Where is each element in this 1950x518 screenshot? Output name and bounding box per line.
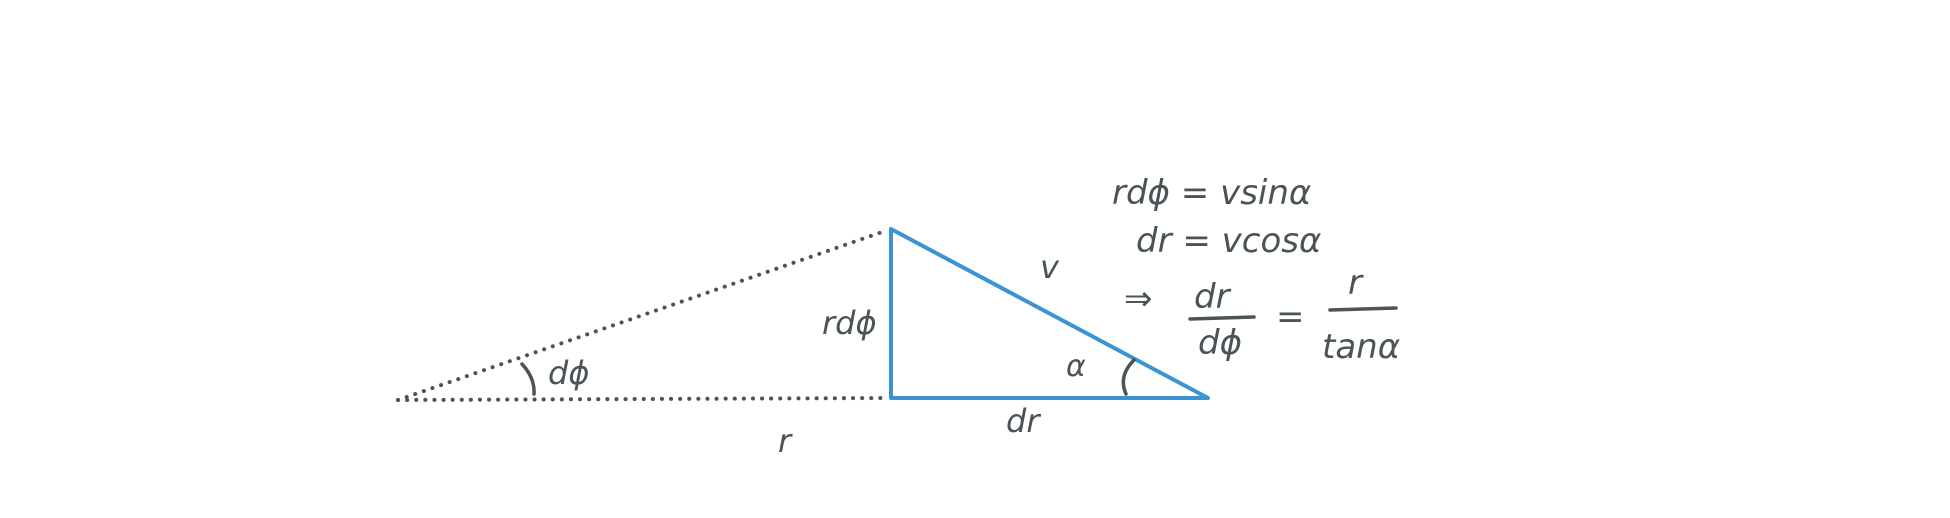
radius-label: r (778, 422, 793, 460)
fraction-right-numerator: r (1348, 263, 1364, 303)
fraction-equals-sign: = (1276, 297, 1305, 337)
fraction-left-denominator: dϕ (1198, 323, 1242, 363)
equation-line-2: dr = vcosα (1136, 221, 1321, 261)
angle-alpha-label: α (1066, 349, 1086, 384)
velocity-triangle (889, 227, 1210, 400)
fraction-left-bar (1188, 315, 1256, 321)
angle-dphi-arc (520, 362, 536, 396)
fraction-left-numerator: dr (1194, 277, 1232, 317)
equation-line-1: rdϕ = vsinα (1112, 173, 1311, 213)
hypotenuse-label: v (1040, 248, 1060, 286)
dotted-upper-line (396, 228, 890, 402)
opposite-side-label: rdϕ (822, 304, 877, 342)
implies-symbol: ⇒ (1124, 279, 1153, 319)
angle-dphi-label: dϕ (548, 354, 589, 392)
base-side-label: dr (1006, 402, 1041, 440)
fraction-right-denominator: tanα (1322, 327, 1400, 367)
dotted-base-line (396, 396, 890, 402)
angle-alpha-arc (1121, 358, 1136, 396)
fraction-right-bar (1328, 306, 1398, 312)
